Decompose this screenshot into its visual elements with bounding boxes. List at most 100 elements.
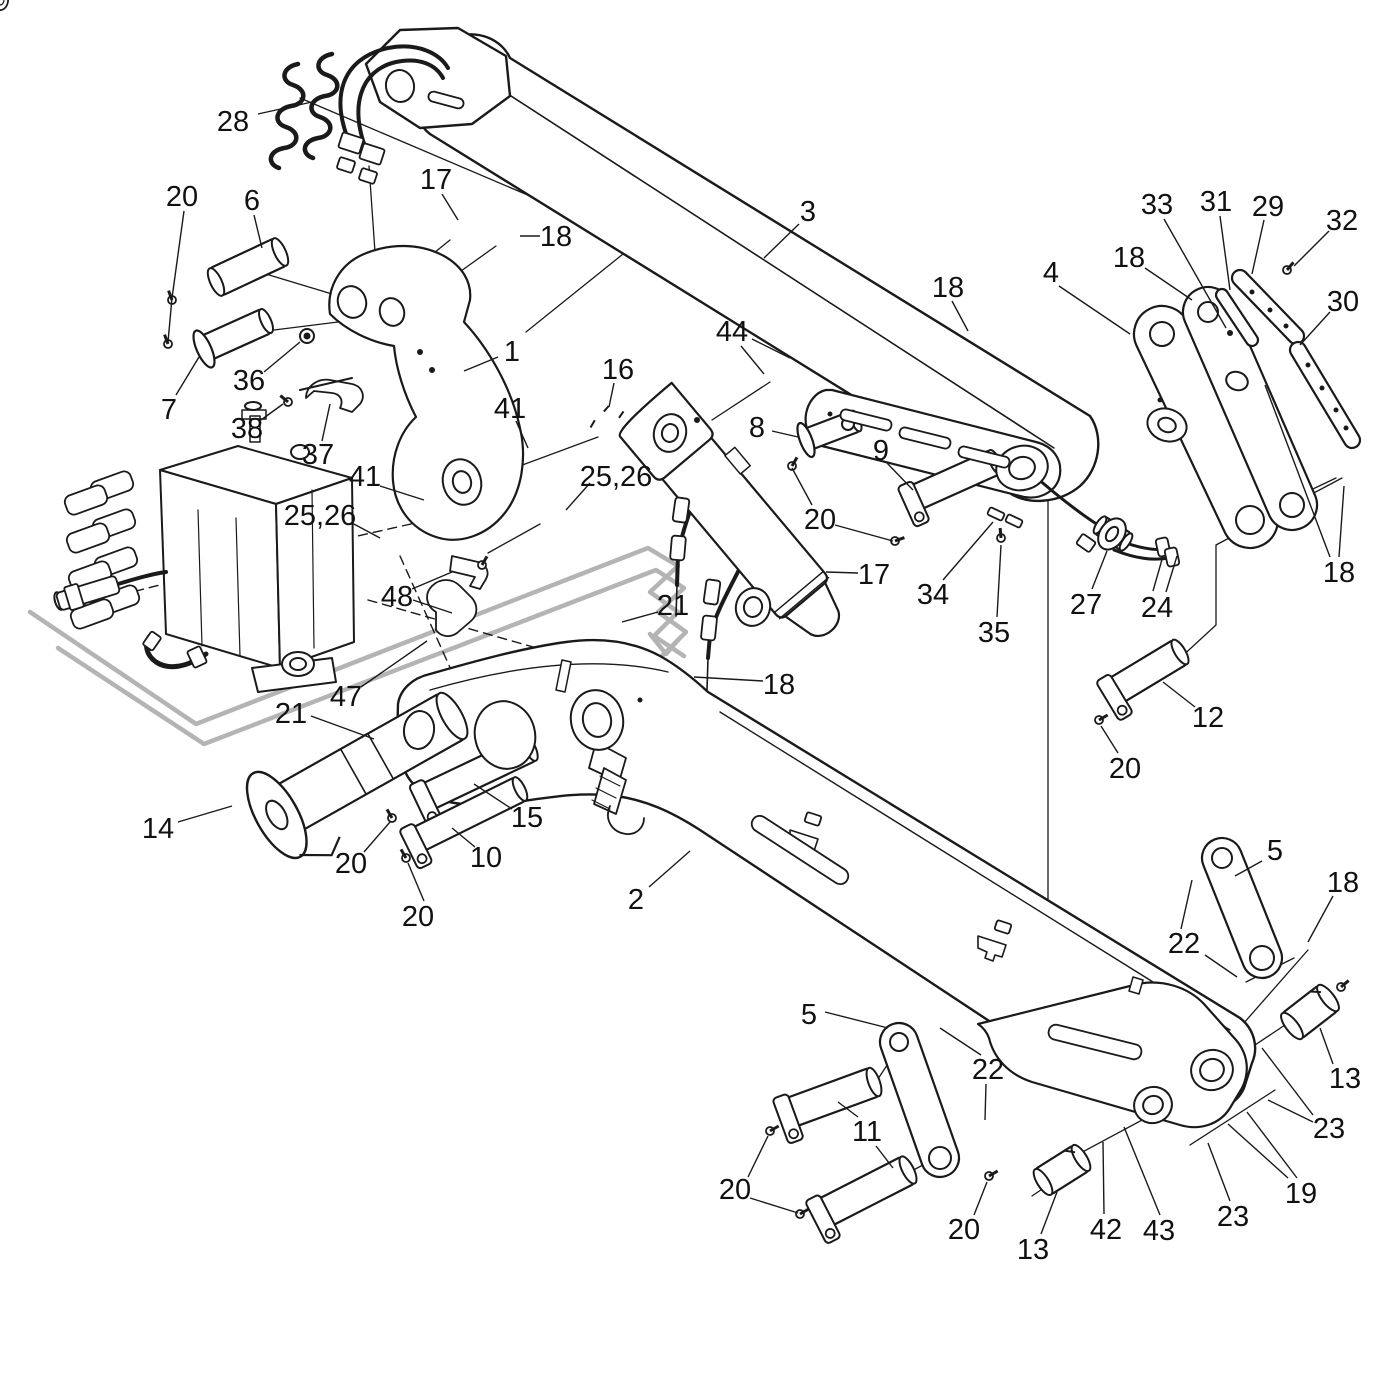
callout-number-20-43: 20 (402, 901, 434, 933)
leader-line (747, 1135, 769, 1178)
leader-line (321, 403, 331, 442)
set-screw (894, 536, 905, 543)
callout-number-29-11: 29 (1252, 191, 1284, 223)
fitting (898, 426, 952, 450)
leader-line (1163, 218, 1227, 329)
bore-hole (1142, 1094, 1164, 1116)
fitting (186, 645, 208, 669)
ring-nut (589, 405, 625, 429)
fitting (337, 131, 365, 155)
pin (192, 307, 274, 369)
leader-line (407, 862, 425, 902)
part-outline (299, 377, 353, 391)
part-outline (429, 663, 669, 691)
rivet-dot (1157, 397, 1163, 403)
part-outline (116, 570, 168, 586)
leader-line (875, 1145, 894, 1169)
callout-number-23-55: 23 (1217, 1201, 1249, 1233)
hydraulic-cylinder (773, 570, 830, 620)
part-outline (507, 93, 1055, 449)
pin-hole (1149, 321, 1175, 347)
bore-hole (660, 423, 680, 443)
callout-number-2-46: 2 (628, 884, 644, 916)
leader-line (1207, 1142, 1231, 1202)
leader-line (1162, 681, 1196, 708)
leader-line (175, 356, 200, 396)
leader-line (824, 1011, 889, 1029)
leader-line (973, 1181, 988, 1216)
leader-line (1204, 954, 1238, 978)
callout-number-12-36: 12 (1192, 702, 1224, 734)
callout-number-24-34: 24 (1141, 592, 1173, 624)
callout-number-7-18: 7 (161, 394, 177, 426)
bore-hole (1225, 370, 1249, 392)
part-outline (356, 58, 445, 156)
leader-line (837, 1101, 859, 1118)
leader-line (942, 521, 994, 581)
leader-line (939, 1027, 982, 1056)
callout-number-20-59: 20 (948, 1214, 980, 1246)
rivet-dot (827, 411, 833, 417)
leader-line (1307, 895, 1334, 943)
fitting (65, 522, 111, 554)
boundary-line (647, 631, 681, 657)
link-plate (1200, 836, 1284, 980)
leader-line (996, 544, 1002, 618)
leader-line (825, 571, 859, 574)
fitting (986, 506, 1006, 522)
pin (1096, 638, 1190, 721)
callout-number-13-52: 13 (1329, 1063, 1361, 1095)
callout-number-18-51: 18 (1327, 867, 1359, 899)
rivet-dot (1249, 289, 1255, 295)
part-outline (364, 26, 512, 130)
callout-number-21-40: 21 (275, 698, 307, 730)
leader-line (1227, 1123, 1289, 1179)
callout-number-17-28: 17 (858, 559, 890, 591)
callout-number-16-16: 16 (602, 354, 634, 386)
leader-line (740, 345, 765, 375)
fitting (69, 598, 115, 630)
set-screw (769, 1124, 780, 1133)
callout-number-3-5: 3 (800, 196, 816, 228)
part-outline (338, 44, 450, 150)
callout-number-18-4: 18 (540, 221, 572, 253)
set-screw (399, 848, 408, 859)
rivet-dot (1333, 407, 1339, 413)
pin-hole (1197, 301, 1219, 323)
callout-number-34-31: 34 (917, 579, 949, 611)
leader-line (648, 850, 691, 888)
part-outline (719, 711, 1231, 1031)
callout-number-36-17: 36 (233, 365, 265, 397)
set-screw (1340, 979, 1350, 989)
leader-line (1144, 267, 1193, 301)
rivet-dot (694, 417, 700, 423)
pin-hole (1211, 847, 1233, 869)
set-screw (799, 1207, 810, 1216)
leader-line (951, 300, 969, 332)
rivet-dot (1343, 425, 1349, 431)
leader-line (463, 356, 499, 372)
part-outline (977, 935, 1007, 962)
fitting (336, 156, 356, 174)
rivet-dot (429, 367, 435, 373)
leader-line (177, 805, 233, 823)
part-outline (607, 805, 645, 835)
set-screw (1098, 713, 1109, 722)
part-outline (706, 657, 709, 691)
leader-line (791, 467, 813, 506)
set-screw (279, 394, 289, 404)
fitting (142, 630, 162, 652)
callout-number-20-42: 20 (335, 848, 367, 880)
part-outline (268, 61, 306, 171)
callout-number-32-12: 32 (1326, 205, 1358, 237)
bore-hole (1008, 455, 1036, 481)
leader-line (749, 1197, 799, 1214)
boundary-line (27, 545, 687, 727)
leader-line (1234, 860, 1263, 877)
leader-line (171, 210, 185, 299)
leader-line (411, 571, 453, 590)
set-screw (988, 1169, 999, 1178)
leader-line (1058, 285, 1131, 335)
bore-hole (290, 444, 310, 460)
